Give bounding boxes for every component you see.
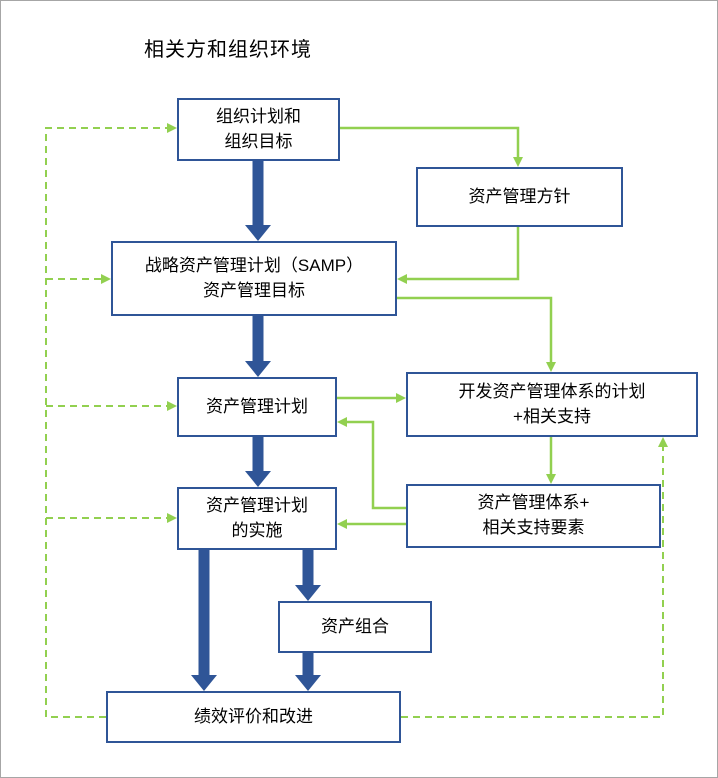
arrow-orgplan-to-policy [339, 126, 523, 167]
arrow-feedback-to-orgplan [45, 123, 177, 718]
node-am-policy: 资产管理方针 [416, 167, 623, 227]
node-implementation: 资产管理计划 的实施 [177, 487, 337, 550]
node-dev-plan: 开发资产管理体系的计划 +相关支持 [406, 372, 698, 437]
node-org-plan: 组织计划和 组织目标 [177, 98, 340, 161]
node-performance: 绩效评价和改进 [106, 691, 401, 743]
node-samp: 战略资产管理计划（SAMP） 资产管理目标 [111, 241, 397, 316]
node-portfolio: 资产组合 [278, 601, 432, 653]
arrow-policy-to-samp [397, 227, 520, 284]
node-am-system: 资产管理体系+ 相关支持要素 [406, 484, 661, 548]
arrow-amsystem-to-amplans [337, 417, 406, 510]
arrow-feedback-to-devplan [401, 437, 668, 718]
node-am-plans: 资产管理计划 [177, 377, 337, 437]
arrow-samp-to-devplan [397, 296, 556, 372]
diagram-title: 相关方和组织环境 [144, 39, 312, 61]
